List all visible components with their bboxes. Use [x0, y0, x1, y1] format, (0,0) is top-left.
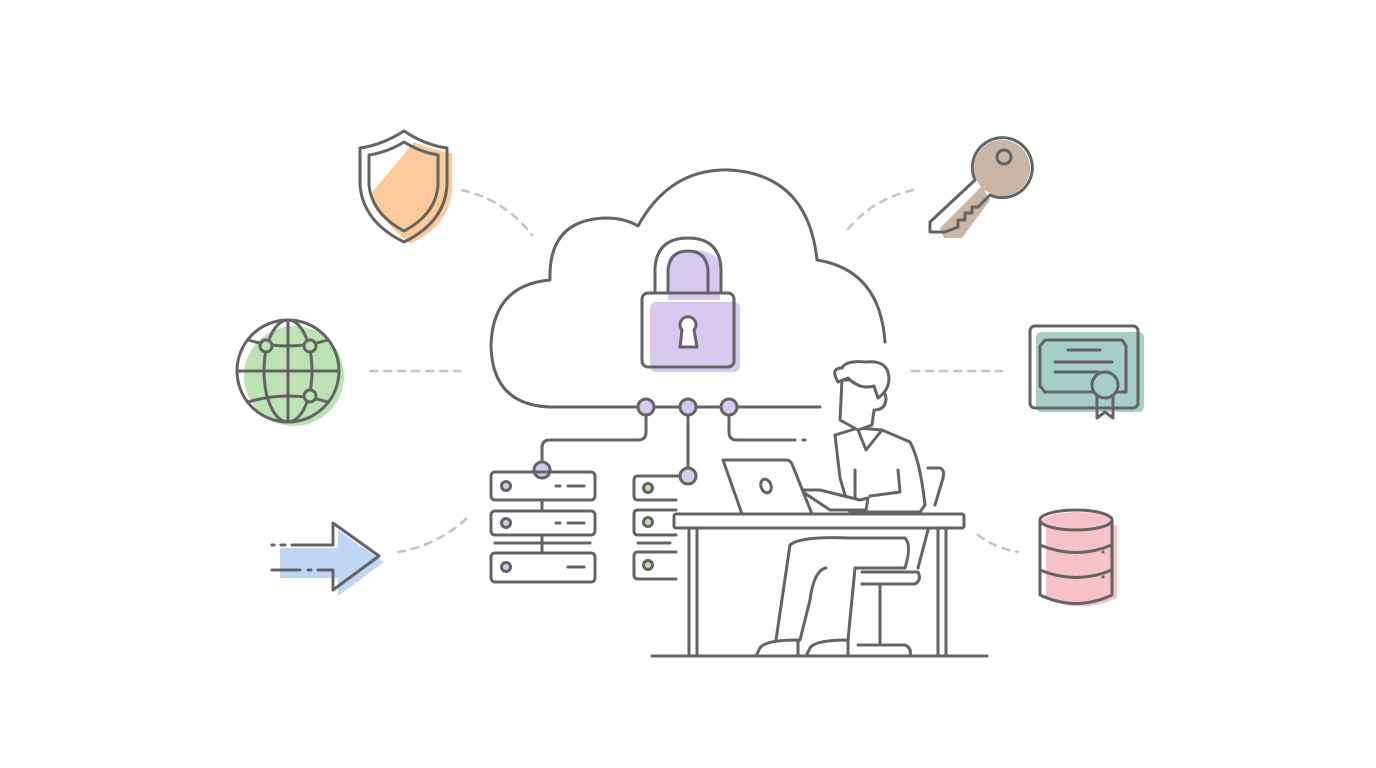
padlock-icon: [640, 236, 740, 372]
key-icon: [928, 136, 1034, 238]
certificate-icon: [1028, 324, 1144, 420]
shield-icon: [358, 129, 452, 244]
arrow-right-icon: [270, 521, 384, 596]
dashed-connectors: [368, 188, 1020, 554]
server-rack-icon: [489, 470, 597, 584]
database-icon: [1038, 508, 1117, 607]
server-rack-icon: [632, 474, 682, 581]
globe-icon: [235, 318, 344, 426]
network-connections: [532, 397, 807, 555]
person-at-laptop: [650, 360, 989, 658]
